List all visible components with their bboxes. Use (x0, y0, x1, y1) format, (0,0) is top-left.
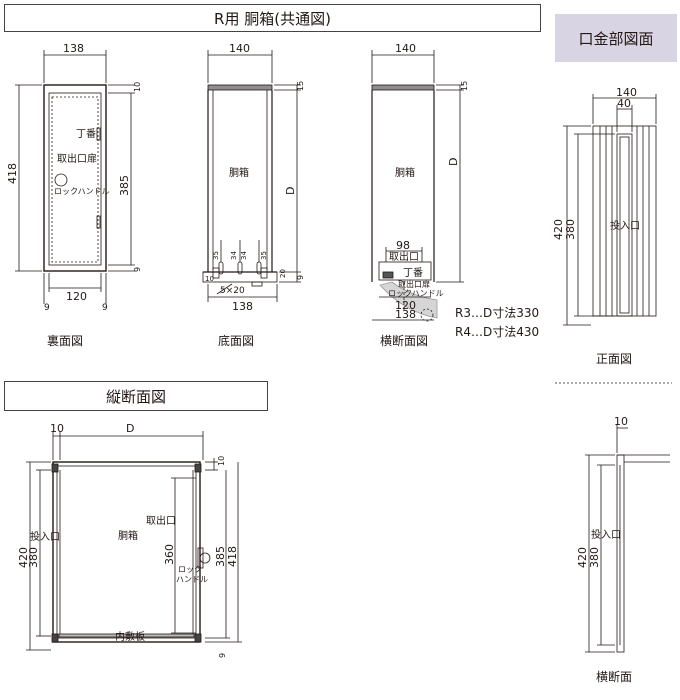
dim-back-9: 9 (133, 267, 142, 272)
main-title-box: R用 胴箱(共通図) (4, 4, 541, 32)
dim-bottom-9: 9 (296, 275, 305, 280)
caption-cross-view: 横断面図 (380, 334, 429, 348)
dim-mouth-420: 420 (552, 219, 565, 240)
dim-back-inner: 385 (118, 175, 131, 196)
dim-bottom-35b: 35 (260, 251, 268, 260)
label-slot: 5×20 (220, 286, 245, 296)
dim-mouth-cross-10: 10 (614, 415, 628, 428)
dim-mouth-40: 40 (617, 97, 631, 110)
dim-back-top: 138 (63, 42, 84, 55)
dim-mouth-380: 380 (564, 219, 577, 240)
mouth-cross-section (585, 424, 670, 653)
dim-bottom-34b: 34 (240, 251, 248, 260)
label-cross-hinge: 丁番 (403, 267, 423, 279)
dim-mouth-140: 140 (616, 86, 637, 99)
mouth-title-box: 口金部図面 (555, 14, 677, 62)
dim-bottom-138: 138 (232, 300, 253, 313)
longitudinal-section (26, 431, 242, 651)
dim-bottom-35a: 35 (212, 251, 220, 260)
dim-long-9: 9 (218, 653, 227, 658)
dim-long-380: 380 (27, 547, 40, 568)
label-cross-body: 胴箱 (395, 166, 415, 179)
label-inner-plate: 内敷板 (115, 630, 145, 643)
note-r3: R3…D寸法330 (455, 306, 540, 320)
label-long-body: 胴箱 (118, 529, 138, 542)
dim-cross-top: 140 (395, 42, 416, 55)
section-title-box: 縦断面図 (4, 381, 268, 411)
dim-bottom-top: 140 (229, 42, 250, 55)
dim-back-10: 10 (133, 82, 142, 92)
dim-cross-98: 98 (396, 239, 410, 252)
dim-cross-d: D (447, 158, 460, 166)
label-long-lock-a: ロック (178, 565, 202, 574)
dim-back-height: 418 (6, 163, 19, 184)
dim-long-360: 360 (163, 544, 176, 565)
label-long-outlet: 取出口 (146, 514, 176, 527)
dim-long-d: D (126, 422, 134, 435)
dim-mouth-cross-380: 380 (588, 547, 601, 568)
dim-back-9b: 9 (102, 303, 108, 313)
dim-bottom-15: 15 (296, 81, 305, 91)
dim-long-385: 385 (214, 546, 227, 567)
label-long-inlet: 投入口 (30, 530, 60, 543)
caption-cross-section: 横断面 (596, 670, 633, 684)
dim-long-418: 418 (226, 546, 239, 567)
label-hinge: 丁番 (76, 128, 96, 140)
dim-cross-15: 15 (460, 81, 469, 91)
dim-long-420: 420 (17, 547, 30, 568)
dim-mouth-cross-420: 420 (576, 547, 589, 568)
bottom-view (202, 50, 301, 302)
label-mouth-inlet: 投入口 (610, 219, 640, 232)
dim-bottom-34a: 34 (230, 251, 238, 260)
note-r4: R4…D寸法430 (455, 325, 540, 339)
back-view (15, 50, 135, 304)
dim-long-right-10: 10 (217, 456, 226, 466)
label-door: 取出口扉 (57, 152, 97, 165)
label-bottom-body: 胴箱 (229, 166, 249, 179)
dim-bottom-d: D (284, 187, 297, 195)
label-mouth-cross-inlet: 投入口 (591, 528, 621, 541)
label-cross-lock: ロックハンドル (388, 289, 444, 298)
label-outlet: 取出口 (389, 250, 419, 263)
mouth-title: 口金部図面 (578, 29, 654, 48)
section-title: 縦断面図 (105, 387, 166, 406)
dim-cross-138: 138 (395, 308, 416, 321)
dim-long-10: 10 (50, 422, 64, 435)
caption-back-view: 裏面図 (47, 334, 84, 348)
dim-back-bottom: 120 (66, 290, 87, 303)
dim-bottom-10: 10 (205, 275, 214, 283)
dim-cross-120: 120 (395, 299, 416, 312)
mouth-front-view (563, 94, 657, 326)
caption-front-view: 正面図 (596, 352, 633, 366)
dim-back-9a: 9 (44, 303, 50, 313)
label-lock-handle: ロックハンドル (54, 187, 110, 196)
dim-bottom-20: 20 (279, 269, 287, 278)
main-title: R用 胴箱(共通図) (214, 9, 331, 28)
cross-view (371, 50, 464, 322)
caption-bottom-view: 底面図 (218, 334, 255, 348)
label-long-lock-b: ハンドル (176, 575, 208, 584)
label-cross-door: 取出口扉 (398, 279, 430, 289)
